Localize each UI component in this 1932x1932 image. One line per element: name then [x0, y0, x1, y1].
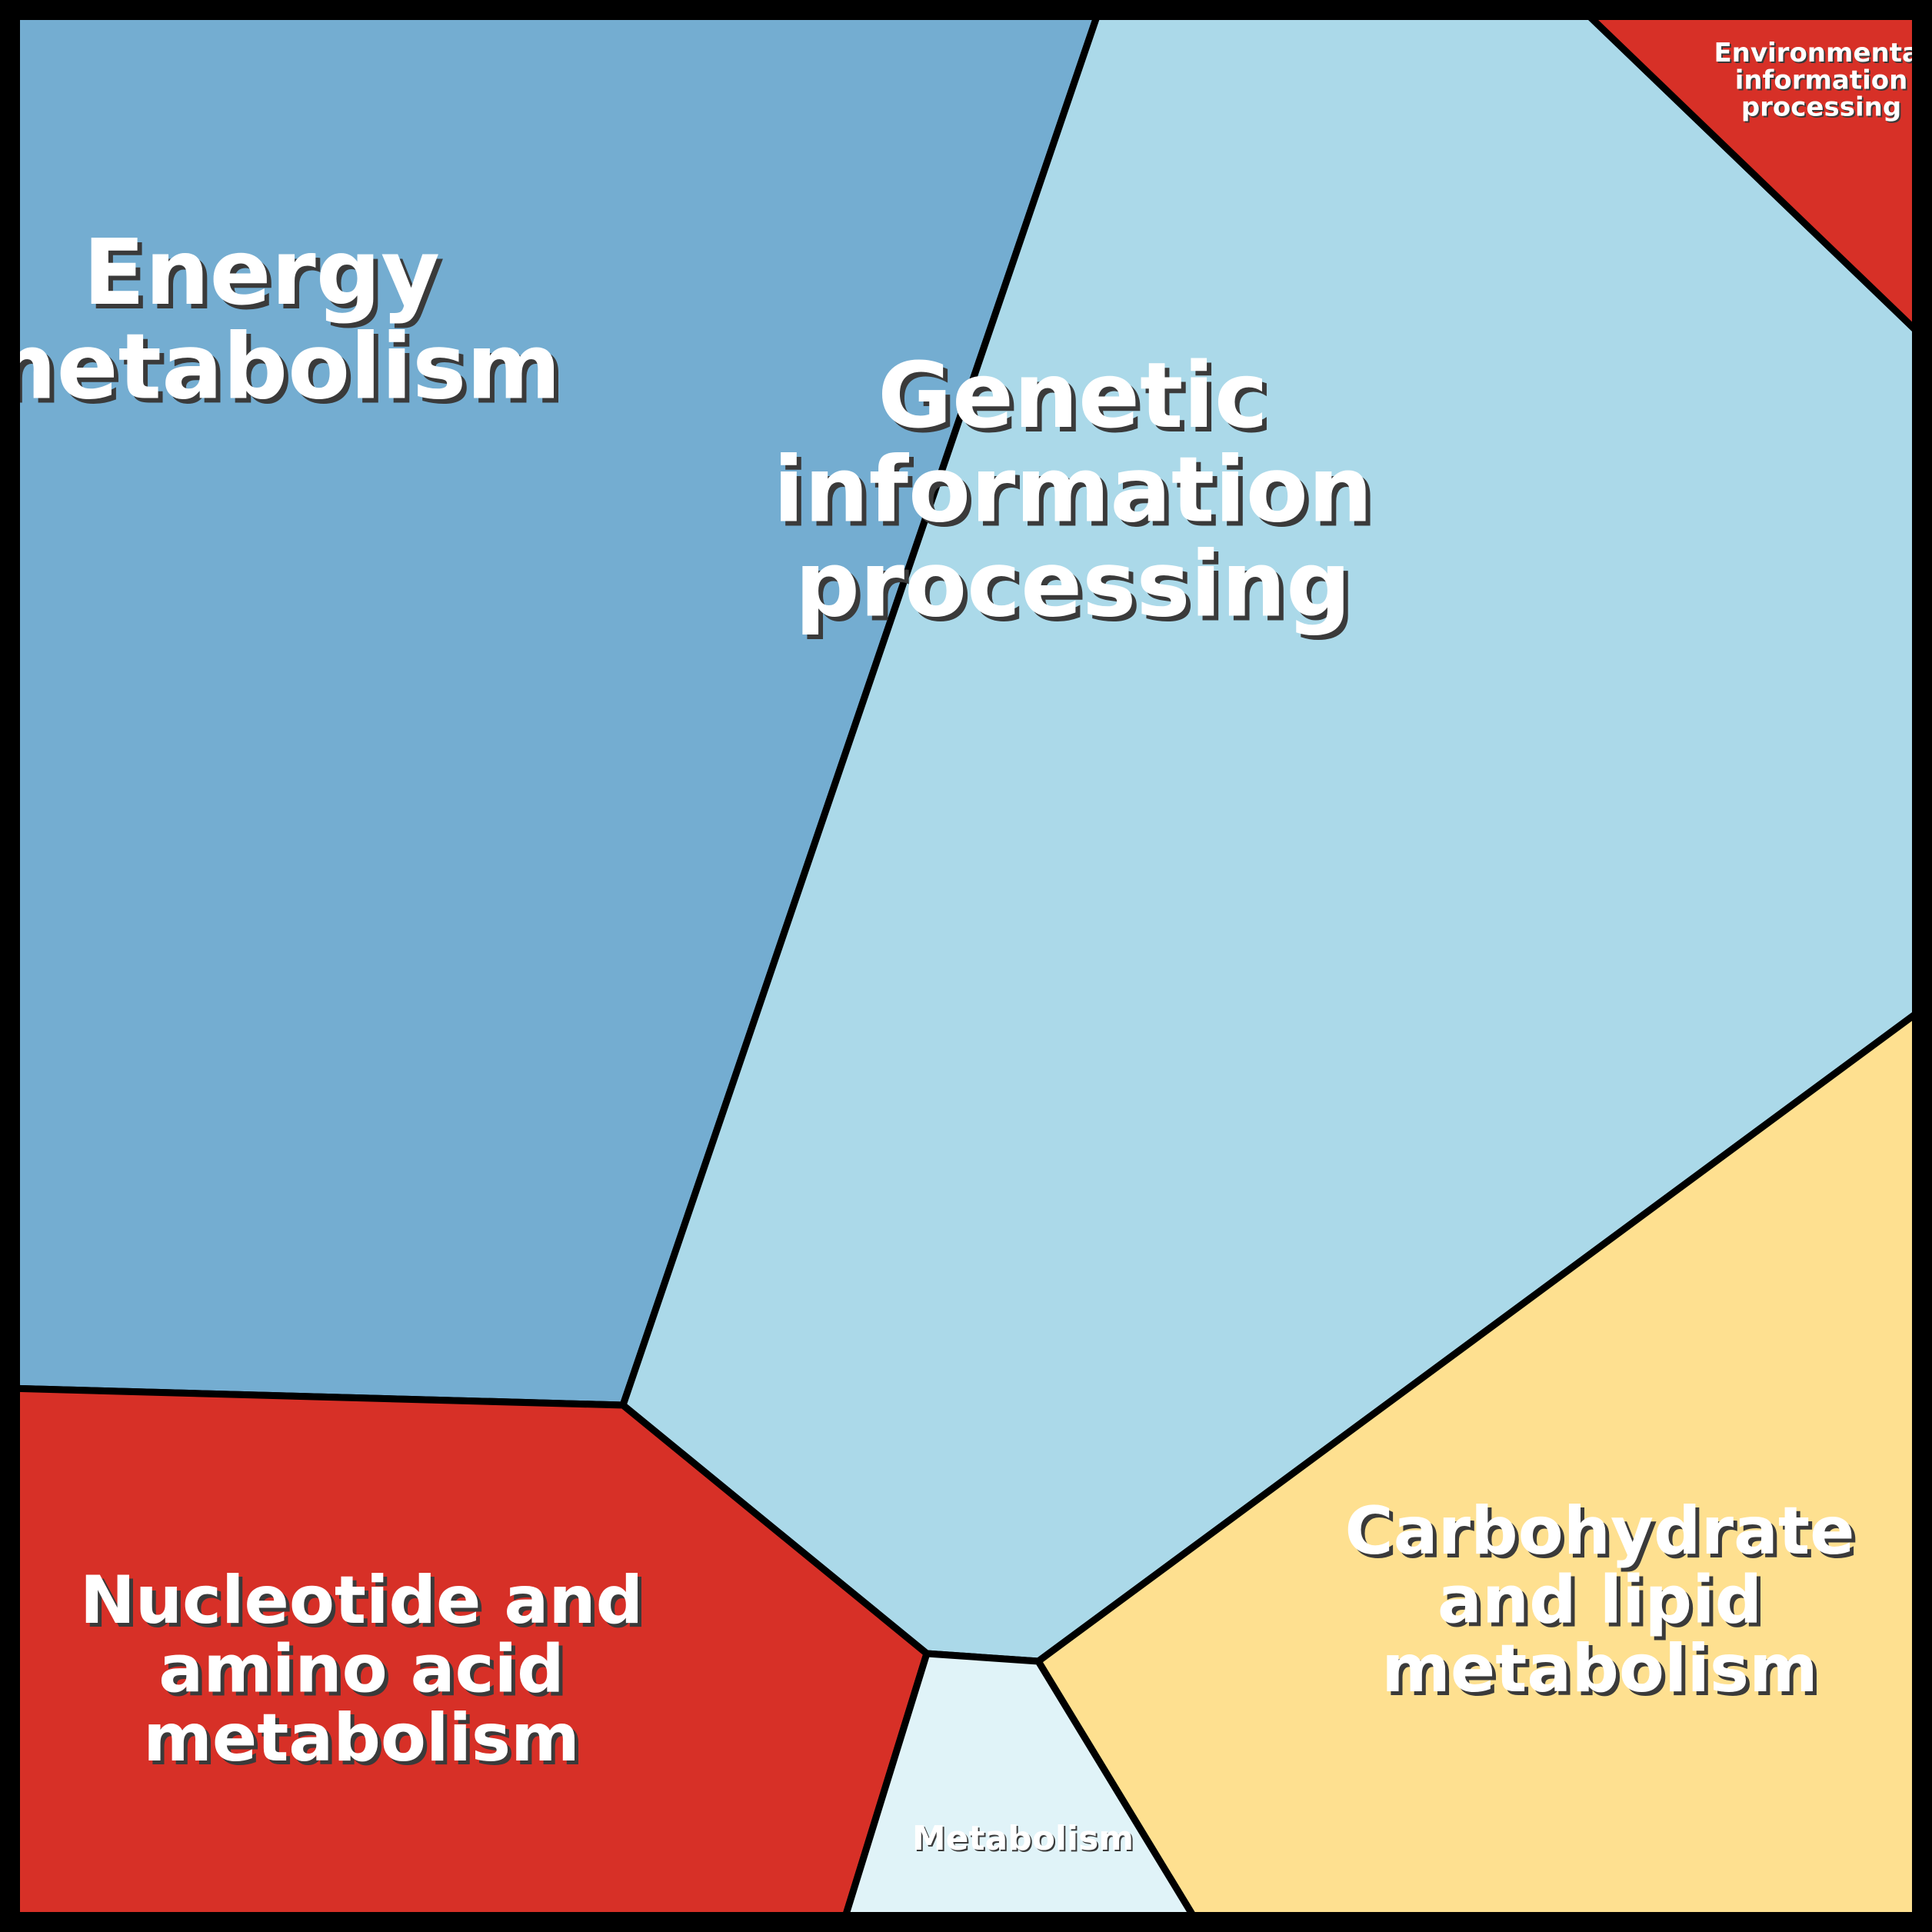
- cells-group: [4, 4, 1928, 1928]
- treemap-label-metabolism: Metabolism: [912, 1819, 1134, 1858]
- treemap-label-metabolism-shadow: Metabolism: [914, 1820, 1135, 1860]
